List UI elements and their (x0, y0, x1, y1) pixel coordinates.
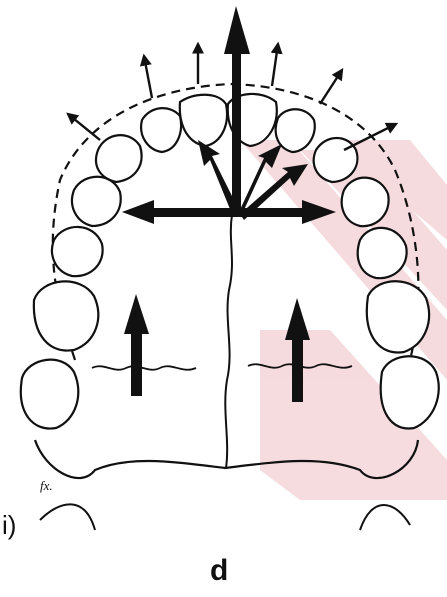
panel-label: d (210, 556, 228, 586)
corner-mark: i) (2, 512, 16, 538)
left-transverse-line (92, 366, 196, 369)
scribble-note: fx. (40, 479, 53, 492)
midpalatal-suture-line (225, 215, 232, 468)
posterior-gum-line (40, 504, 410, 530)
